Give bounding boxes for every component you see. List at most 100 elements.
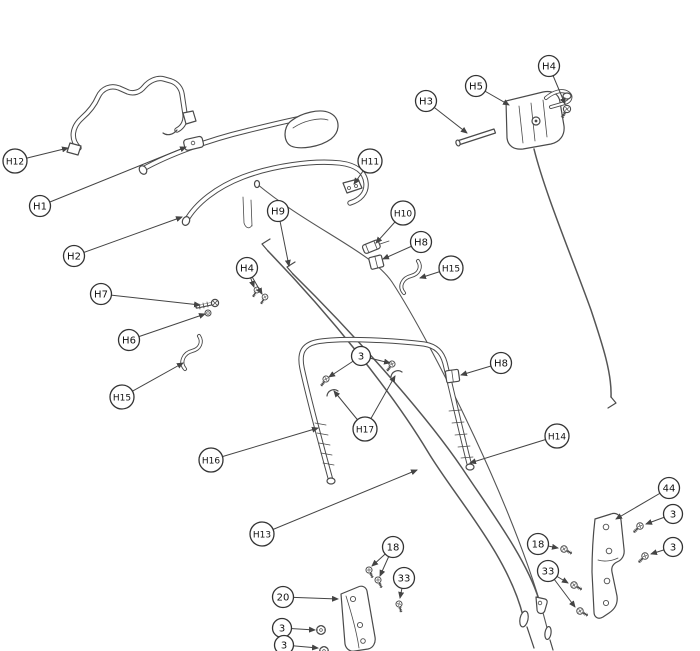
callout-label: H17 [356, 426, 374, 436]
callout-H16: H16 [198, 447, 224, 473]
callouts-layer: H12H1H2H7H6H15H16H13H4H9H11H10H8H15H3H5H… [2, 54, 684, 651]
callout-label: H8 [414, 238, 428, 249]
callout-H9: H9 [266, 199, 290, 223]
bolt-3-center-1 [316, 625, 326, 635]
clip-h15-right [399, 259, 422, 295]
cable-end-spade [535, 596, 548, 615]
leader-line-H2 [73, 216, 183, 257]
cable-long-right [256, 183, 550, 637]
callout-label: 18 [532, 540, 545, 551]
screw-3-right-1 [630, 520, 646, 536]
callout-H2: H2 [62, 244, 86, 268]
callout-label: 33 [542, 567, 555, 578]
screw-18-center-2 [373, 575, 386, 590]
callout-label: H11 [361, 158, 379, 168]
screw-33-center [394, 599, 405, 614]
cable-long-mid [292, 273, 540, 601]
callout-label: H9 [271, 207, 285, 218]
callout-33: 33 [536, 559, 560, 583]
callout-label: H13 [253, 531, 271, 541]
callout-H4: H4 [537, 54, 561, 78]
callout-label: H5 [469, 82, 483, 93]
throttle-lever-knob [562, 92, 572, 100]
callout-H15: H15 [438, 255, 464, 281]
screw-3-right-2 [635, 550, 651, 566]
leader-line-H6 [128, 313, 206, 341]
clip-h15-left [180, 334, 203, 371]
callout-label: H4 [240, 264, 254, 275]
callout-label: H3 [419, 97, 433, 108]
upper-handle [138, 110, 339, 175]
clip-h8-lower [444, 368, 461, 384]
bail-handle [66, 78, 197, 156]
screw-18-center-1 [364, 565, 377, 580]
handle-grip [284, 110, 339, 149]
callout-label: H15 [113, 394, 131, 404]
bracket-lower-right [558, 512, 651, 620]
callout-33: 33 [392, 566, 416, 590]
callout-H14: H14 [544, 423, 570, 449]
screw-18-right [558, 543, 575, 558]
callout-H1: H1 [28, 194, 52, 218]
lower-u-handle [301, 340, 475, 485]
callout-label: 3 [279, 624, 285, 635]
callout-label: H8 [494, 359, 508, 370]
diagram-artwork [66, 78, 651, 651]
callout-3: 3 [662, 536, 684, 558]
callout-H17: H17 [352, 416, 378, 442]
bolt-3-center-2 [319, 646, 329, 651]
throttle-cable [533, 148, 612, 398]
clip-h8-upper [368, 254, 385, 270]
callout-3: 3 [662, 503, 684, 525]
callout-44: 44 [657, 476, 681, 500]
throttle-control [505, 89, 617, 409]
callout-3: 3 [271, 617, 293, 639]
callout-H5: H5 [464, 74, 488, 98]
callout-H15: H15 [109, 384, 135, 410]
callout-H13: H13 [249, 521, 275, 547]
screw-clamp-left [317, 374, 331, 389]
screw-33-right-1 [568, 579, 585, 594]
grip-knurl-marks [314, 409, 474, 466]
callout-18: 18 [381, 535, 405, 559]
control-cables [253, 179, 554, 651]
callout-H4: H4 [235, 256, 259, 280]
callout-label: H4 [542, 62, 556, 73]
callout-label: H16 [202, 457, 220, 467]
callout-H12: H12 [2, 148, 28, 174]
washer-h6 [204, 309, 212, 317]
callout-label: H2 [67, 252, 81, 263]
leader-line-H14 [469, 435, 558, 465]
cable-long-left [267, 250, 524, 617]
callout-label: H12 [6, 158, 24, 168]
callout-label: H10 [394, 210, 412, 220]
callout-H7: H7 [89, 282, 113, 306]
cable-rod-h3 [455, 128, 497, 147]
leader-line-H13 [261, 469, 418, 535]
callout-label: H6 [122, 336, 136, 347]
leader-line-H16 [210, 426, 319, 461]
leader-line-H1 [39, 146, 187, 207]
callout-label: H7 [94, 290, 108, 301]
handle-joint-clamp [183, 135, 205, 151]
callout-H8: H8 [489, 351, 513, 375]
screw-h4-mid-2 [257, 292, 270, 307]
callout-label: H14 [548, 433, 566, 443]
callout-H8: H8 [409, 230, 433, 254]
callout-label: H1 [33, 202, 47, 213]
cable-z-ends [261, 238, 296, 275]
screw-h4-mid-1 [249, 285, 262, 300]
screw-33-right-2 [574, 605, 591, 620]
callout-label: 33 [398, 574, 411, 585]
callout-label: 3 [281, 641, 287, 651]
callout-3: 3 [273, 634, 295, 651]
callout-H11: H11 [357, 148, 383, 174]
callout-3: 3 [350, 345, 372, 367]
bracket-lower-center [316, 565, 405, 651]
leader-line-H7 [100, 293, 201, 308]
callout-label: 20 [277, 593, 290, 604]
callout-18: 18 [526, 532, 550, 556]
callout-label: 3 [358, 352, 364, 363]
bolt-h7 [195, 298, 220, 310]
